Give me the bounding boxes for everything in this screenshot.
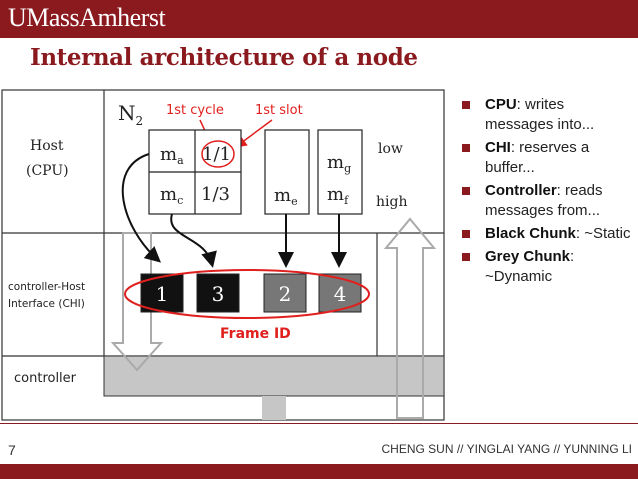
square-bullet-icon [462,187,470,195]
authors: CHENG SUN // YINGLAI YANG // YUNNING LI [381,442,632,456]
slot-highlight [201,140,235,168]
controller-read-arrow [383,217,437,419]
mc-to-frame3-arrow [170,213,217,268]
square-bullet-icon [462,230,470,238]
bullet-description: : ~Static [575,225,631,242]
square-bullet-icon [462,101,470,109]
bullet-description: : ~Dynamic [485,248,575,285]
first-slot-annotation: 1st slot [255,103,303,118]
buffer-me [264,129,310,215]
bullet-term: CPU [485,96,517,113]
priority-high-label: high [376,194,407,210]
node-label: N2 [118,101,143,128]
bullet-term: Grey Chunk [485,248,571,265]
cpu-label: (CPU) [26,163,69,179]
frame-id-highlight [124,269,370,319]
bullet-term: CHI [485,139,511,156]
bullet-description: : reads messages from... [485,182,603,219]
message-mf: mf [327,184,349,207]
chi-label-line2: Interface (CHI) [8,298,85,310]
controller-block [103,355,445,397]
node-architecture-diagram: Host (CPU) controller-Host Interface (CH… [1,89,445,421]
page-number: 7 [8,442,16,458]
bullet-description: : writes messages into... [485,96,595,133]
slide-title: Internal architecture of a node [30,44,418,71]
frame-slot-3 [196,273,240,313]
bullet-item: Grey Chunk: ~Dynamic [460,247,632,287]
message-mc: mc [160,184,183,207]
buffer-mg-mf [317,129,363,215]
frame-slot-2 [263,273,307,313]
slot-value: 1/1 [202,144,231,165]
bullet-item: Black Chunk: ~Static [460,224,632,244]
message-mg: mg [327,152,351,175]
node-boundary [1,89,445,421]
frame-slot-label: 3 [212,282,225,306]
bottom-bar [0,464,638,479]
frame-id-label: Frame ID [220,326,291,342]
frame-slots: 1 3 2 4 [140,273,362,313]
frame-slot-label: 1 [156,282,169,306]
frame-slot-label: 4 [334,282,347,306]
ma-to-frame1-arrow [121,153,161,263]
message-me: me [274,185,298,208]
first-slot-pointer [234,119,273,148]
frame-slot-label: 2 [279,282,292,306]
university-logo: UMassAmherst [8,3,166,32]
controller-label: controller [14,371,77,386]
bullet-term: Black Chunk [485,225,576,242]
bullet-item: CHI: reserves a buffer... [460,138,632,178]
controller-connector [262,396,286,420]
priority-low-label: low [378,141,403,157]
square-bullet-icon [462,144,470,152]
bullet-item: CPU: writes messages into... [460,95,632,135]
footer-divider [0,423,638,424]
message-ma: ma [160,144,184,167]
bullet-term: Controller [485,182,557,199]
bullet-description: : reserves a buffer... [485,139,590,176]
chi-label-line1: controller-Host [8,281,85,293]
first-cycle-annotation: 1st cycle [166,103,224,118]
bullet-list: CPU: writes messages into...CHI: reserve… [460,95,632,290]
header-bar: UMassAmherst [0,0,638,38]
bullet-item: Controller: reads messages from... [460,181,632,221]
host-label: Host [30,138,64,154]
cycle-ratio: 1/3 [201,184,230,205]
square-bullet-icon [462,253,470,261]
